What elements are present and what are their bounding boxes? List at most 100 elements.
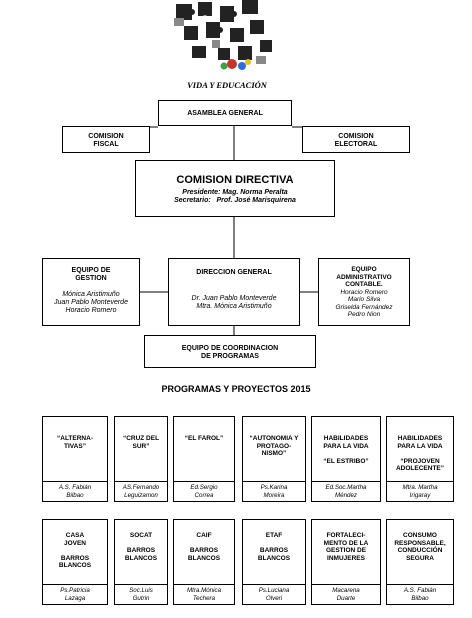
program-title-line: MENTO DE LA (323, 539, 369, 547)
direccion-member: Mtra. Mónica Aristimuño (196, 303, 272, 310)
program-title-line: INMUJERES (327, 554, 365, 562)
program-responsible: Bilbao (411, 595, 429, 602)
program-title-line: SUR” (132, 442, 150, 450)
equipo-coordinacion-box: EQUIPO DE COORDINACION DE PROGRAMAS (144, 335, 316, 368)
program-title-line (387, 450, 453, 458)
program-card-divider (115, 584, 167, 585)
program-responsible: Correa (194, 492, 214, 499)
equipo-administrativo-box: EQUIPO ADMINISTRATIVO CONTABLE. Horacio … (318, 258, 410, 326)
program-title-line (115, 540, 167, 548)
program-responsible: Leguizamon (124, 492, 158, 499)
coordinacion-line2: DE PROGRAMAS (201, 353, 259, 360)
directiva-presidente: Presidente: Mag. Norma Peralta (182, 189, 288, 196)
direccion-general-box: DIRECCION GENERAL Dr. Juan Pablo Monteve… (168, 258, 300, 326)
administrativo-member: Pedro Nion (347, 311, 381, 318)
program-title-line: BARROS (259, 547, 289, 554)
program-card-divider (174, 584, 234, 585)
logo-caption: VIDA Y EDUCACIÓN (187, 80, 267, 90)
program-responsible: A.S. Fabián (58, 484, 92, 491)
direccion-general-title: DIRECCION GENERAL (196, 269, 272, 276)
program-title-line: NISMO” (261, 450, 287, 457)
program-title-line: GESTION DE (325, 547, 367, 554)
program-title-line: “PROJOVEN (400, 457, 440, 465)
program-responsible: A.S. Fabián (403, 587, 437, 594)
program-title-line: BLANCOS (257, 554, 291, 562)
equipo-gestion-box: EQUIPO DE GESTION Mónica Aristimuño Juan… (42, 258, 140, 326)
comision-fiscal-box: COMISION FISCAL (62, 126, 150, 153)
comision-directiva-box: COMISION DIRECTIVA Presidente: Mag. Norm… (135, 160, 335, 217)
administrativo-title-line1: EQUIPO (351, 266, 377, 273)
program-title-line: PARA LA VIDA (397, 442, 443, 450)
program-title-line: BARROS (189, 547, 219, 554)
asamblea-general-box: ASAMBLEA GENERAL (158, 100, 292, 126)
program-responsible: Lazaga (64, 595, 86, 602)
program-responsible: Duarte (336, 595, 356, 602)
gestion-member: Horacio Romero (65, 307, 117, 314)
program-card-divider (243, 584, 305, 585)
administrativo-title-line3: CONTABLE. (345, 281, 383, 288)
program-title-line: HABILIDADES (397, 435, 443, 442)
program-title-line: PROTAGO- (256, 442, 292, 450)
program-responsible: AS.Fernando (122, 484, 160, 491)
program-title-line: BARROS (126, 547, 156, 554)
program-title-line: “EL ESTRIBO” (323, 457, 369, 465)
program-title-line: RESPONSABLE, (394, 539, 446, 547)
equipo-gestion-title-line1: EQUIPO DE (71, 267, 111, 274)
program-responsible: Ps.Karina (260, 484, 288, 491)
program-responsible: Bilbao (66, 492, 84, 499)
program-title-line (174, 540, 234, 548)
program-title-line: BARROS (60, 554, 90, 562)
asamblea-general-label: ASAMBLEA GENERAL (187, 110, 263, 117)
comision-fiscal-line2: FISCAL (93, 141, 119, 148)
program-responsible: Techera (192, 595, 216, 602)
program-responsible: Ps.Luciana (258, 587, 290, 594)
comision-fiscal-line1: COMISION (88, 133, 124, 140)
program-responsible: Irigaray (409, 492, 431, 499)
program-responsible: Moreira (263, 492, 285, 499)
program-responsible: Méndez (334, 492, 357, 499)
program-title-line: PARA LA VIDA (323, 442, 369, 450)
program-title-line (43, 547, 107, 555)
program-card-divider (43, 584, 107, 585)
gestion-member: Juan Pablo Monteverde (54, 299, 128, 306)
program-responsible: Macarena (332, 587, 360, 594)
comision-electoral-line1: COMISION (338, 133, 374, 140)
program-card-divider (312, 481, 380, 482)
program-title-line: TIVAS” (64, 442, 86, 450)
program-card-divider (243, 481, 305, 482)
administrativo-member: Horacio Romero (340, 288, 388, 296)
program-responsible: Ed.Sergio (190, 484, 218, 491)
administrativo-member: Mario Silva (347, 296, 381, 303)
coordinacion-line1: EQUIPO DE COORDINACION (181, 345, 279, 352)
program-card-divider (387, 481, 453, 482)
program-title-line: FORTALECI- (326, 532, 366, 539)
program-responsible: Mtra. Martha (402, 484, 438, 491)
program-responsible: Ps.Patricia (60, 587, 90, 594)
puzzle-logo-icon (174, 0, 272, 70)
equipo-gestion-title-line2: GESTION (75, 275, 107, 282)
comision-electoral-line2: ELECTORAL (334, 141, 378, 148)
program-title-line: “AUTONOMIA Y (249, 435, 299, 442)
program-responsible: Mtra.Mónica (186, 587, 222, 594)
program-title-line (312, 450, 380, 458)
program-title-line: ADOLECENTE” (395, 465, 445, 472)
program-title-line: JOVEN (63, 539, 87, 547)
program-title-line: CASA (65, 532, 85, 539)
program-responsible: Ed.Soc.Martha (325, 484, 367, 491)
program-title-line: CONDUCCIÓN (397, 547, 443, 554)
directiva-secretario: Secretario: Prof. José Marisquirena (174, 197, 296, 204)
administrativo-member: Griselda Fernández (335, 303, 393, 311)
program-title-line: “CRUZ DEL (122, 435, 160, 442)
program-card-divider (312, 584, 380, 585)
program-title-line: CAIF (196, 532, 212, 539)
